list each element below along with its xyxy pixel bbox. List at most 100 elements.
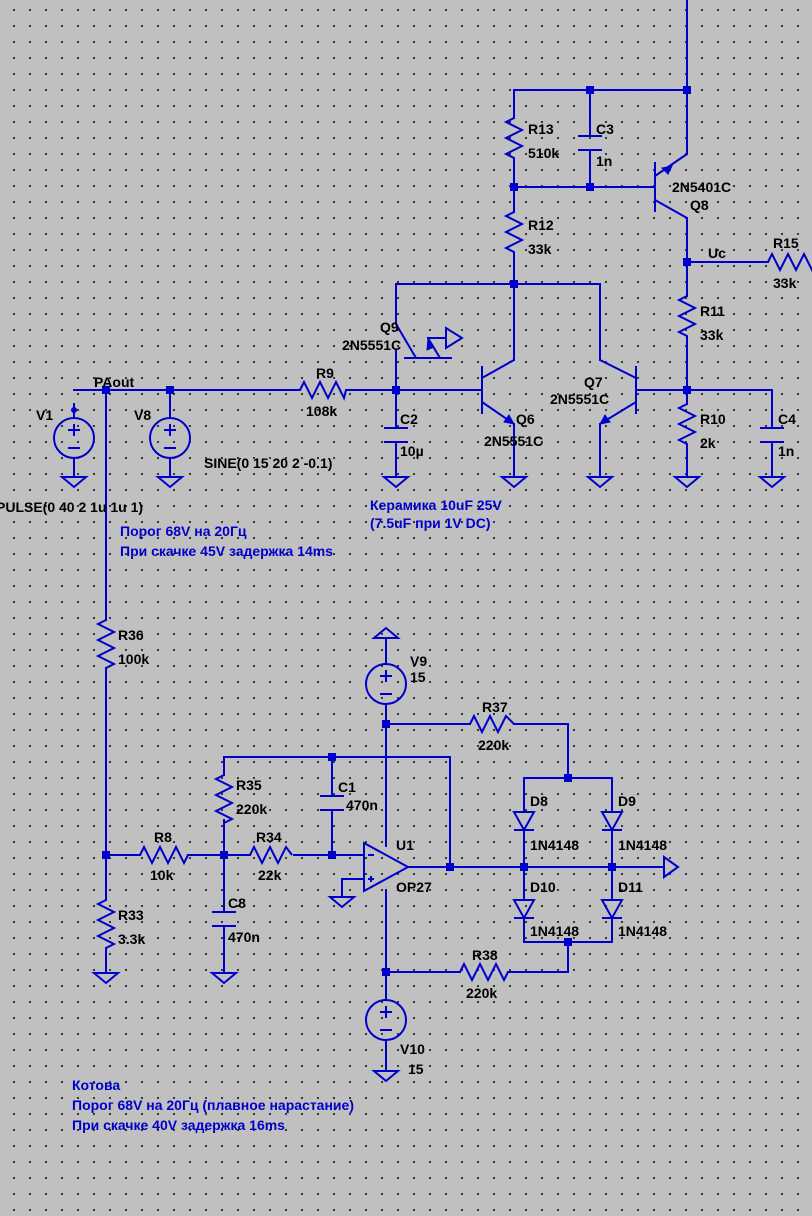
r35-value: 220k [236,801,267,817]
transistor-q9[interactable] [395,323,452,359]
r10-value: 2k [700,435,716,451]
u1-model: OP27 [396,879,432,895]
capacitor-c1[interactable] [320,795,344,811]
d11-name: D11 [618,879,643,895]
r35-name: R35 [236,777,262,793]
voltage-source-v8[interactable] [149,417,191,459]
v9-value: 15 [410,669,426,685]
comment-ceramic-2: (7.5uF при 1V DC) [370,515,491,531]
d8-model: 1N4148 [530,837,579,853]
r12-name: R12 [528,217,554,233]
v10-name: V10 [400,1041,425,1057]
comment-threshold-1: Порог 68V на 20Гц [120,523,247,539]
voltage-source-v9[interactable] [365,663,407,705]
r38-name: R38 [472,947,498,963]
c2-value: 10µ [400,443,424,459]
d9-model: 1N4148 [618,837,667,853]
r34-value: 22k [258,867,282,883]
r8-name: R8 [154,829,172,845]
r15-name: R15 [773,235,799,251]
q7-model: 2N5551C [550,391,609,407]
r36-name: R36 [118,627,144,643]
q9-name: Q9 [380,319,399,335]
r34-name: R34 [256,829,282,845]
output-port-arrow [663,855,680,879]
d10-name: D10 [530,879,556,895]
q6-model: 2N5551C [484,433,543,449]
comment-threshold-2: При скачке 45V задержка 14ms [120,543,333,559]
transistor-q6[interactable] [481,359,515,425]
r9-name: R9 [316,365,334,381]
r11-value: 33k [700,327,724,343]
r10-name: R10 [700,411,726,427]
comment-kotova-1: Котова [72,1077,120,1093]
resistor-r34[interactable] [249,844,293,866]
resistor-r8[interactable] [139,844,189,866]
v1-name: V1 [36,407,53,423]
voltage-source-v10[interactable] [365,999,407,1041]
resistor-r35[interactable] [213,774,235,824]
ground-symbols [61,326,785,1082]
v8-value: SINE(0 15 20 2 -0.1) [204,455,332,471]
r15-value: 33k [773,275,797,291]
resistor-r36[interactable] [95,619,117,669]
transistor-q7[interactable] [599,359,637,425]
capacitor-c2[interactable] [384,427,408,443]
v1-plus-terminal [71,407,77,413]
component-labels: R13 510k C3 1n 2N5401C Q8 R12 33k Uc R15… [0,121,799,1077]
c2-name: C2 [400,411,418,427]
resistor-r11[interactable] [676,295,698,344]
paout-net-label: PAout [94,374,135,390]
c4-name: C4 [778,411,796,427]
junction-dots [102,86,691,976]
capacitor-c8[interactable] [212,911,236,927]
v8-name: V8 [134,407,151,423]
uc-net-label: Uc [708,245,726,261]
transistor-q8[interactable] [654,153,688,219]
r37-name: R37 [482,699,508,715]
q7-name: Q7 [584,374,603,390]
diode-d10[interactable] [512,899,536,921]
diode-d9[interactable] [600,811,624,833]
resistor-r38[interactable] [459,961,509,983]
c8-value: 470n [228,929,260,945]
diode-d8[interactable] [512,811,536,833]
voltage-source-v1[interactable] [53,417,95,459]
r8-value: 10k [150,867,174,883]
capacitor-c4[interactable] [760,427,784,443]
capacitor-c3[interactable] [578,135,602,151]
r37-value: 220k [478,737,509,753]
d11-model: 1N4148 [618,923,667,939]
c3-name: C3 [596,121,614,137]
r33-name: R33 [118,907,144,923]
diode-d11[interactable] [600,899,624,921]
c1-name: C1 [338,779,356,795]
c1-value: 470n [346,797,378,813]
r11-name: R11 [700,303,725,319]
d9-name: D9 [618,793,636,809]
c4-value: 1n [778,443,794,459]
comment-kotova-2: Порог 68V на 20Гц (плавное нарастание) [72,1097,354,1113]
v9-supply-arrow [371,626,401,639]
d10-model: 1N4148 [530,923,579,939]
resistor-r10[interactable] [676,403,698,448]
r13-name: R13 [528,121,554,137]
q8-name: Q8 [690,197,709,213]
resistor-r9[interactable] [299,379,347,401]
resistor-r33[interactable] [95,899,117,949]
comment-kotova-3: При скачке 40V задержка 16ms [72,1117,285,1133]
opamp-u1[interactable] [363,841,411,893]
q8-model: 2N5401C [672,179,731,195]
c3-value: 1n [596,153,612,169]
r13-value: 510k [528,145,559,161]
q9-model: 2N5551C [342,337,401,353]
resistor-r12[interactable] [503,211,525,256]
c8-name: C8 [228,895,246,911]
resistor-r37[interactable] [469,713,515,735]
q6-name: Q6 [516,411,535,427]
r33-value: 3.3k [118,931,145,947]
resistor-r13[interactable] [503,117,525,162]
resistor-r15[interactable] [767,251,812,273]
wires [73,0,773,1071]
